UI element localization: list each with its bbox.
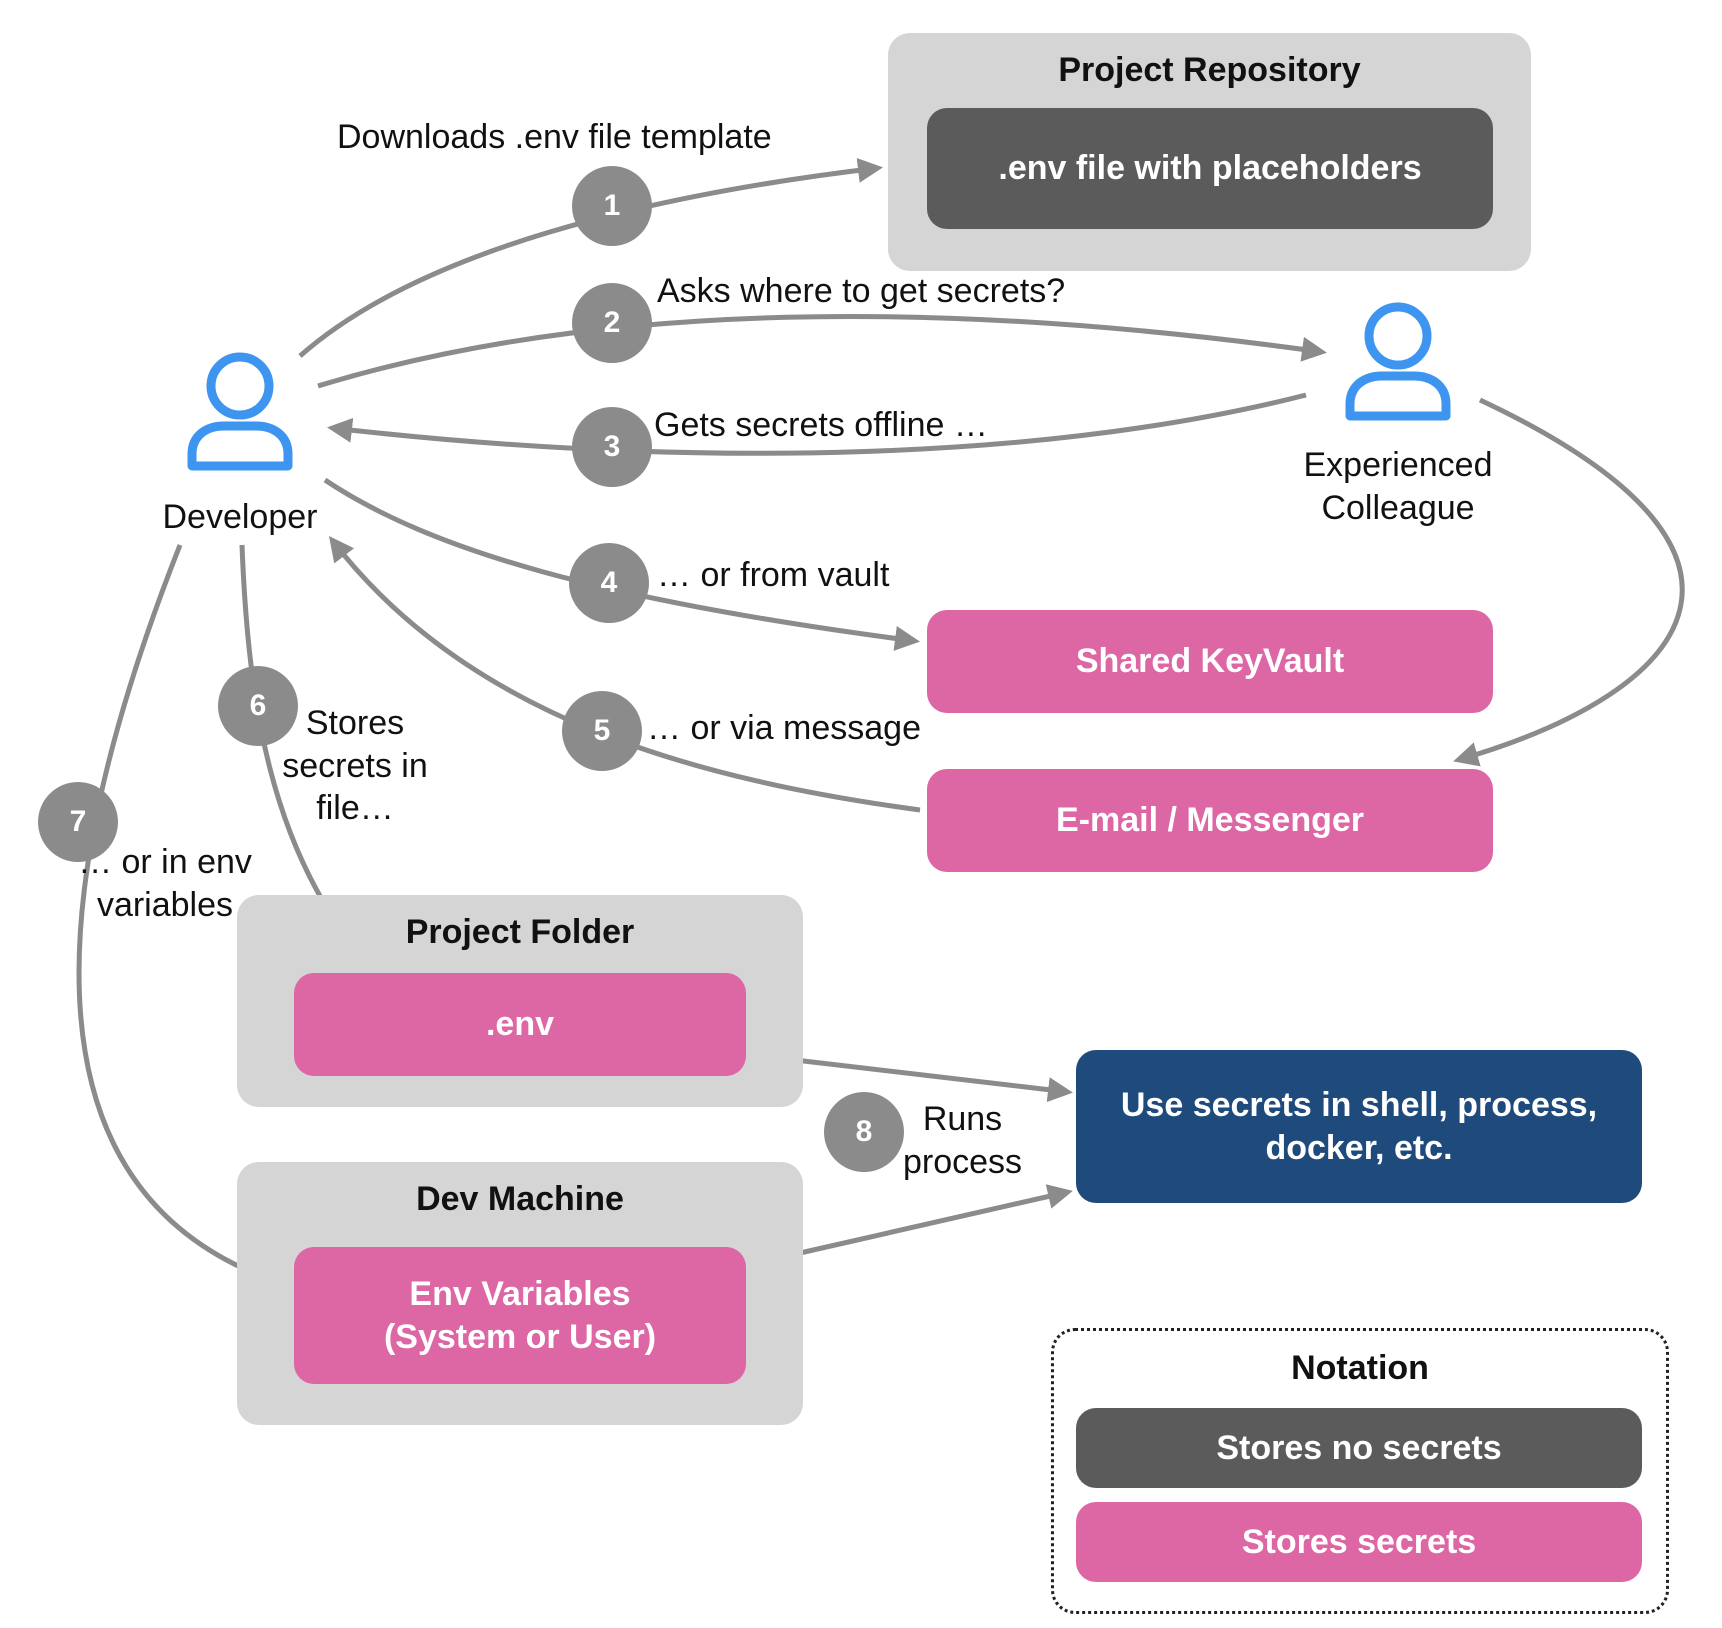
step-7-badge: 7 bbox=[38, 782, 118, 862]
step-2-badge: 2 bbox=[572, 283, 652, 363]
step-2-label: Asks where to get secrets? bbox=[657, 272, 1066, 310]
step-8-label: Runs process bbox=[902, 1100, 1023, 1181]
colleague-label: Experienced Colleague bbox=[1303, 446, 1493, 527]
legend-stores-no-secrets: Stores no secrets bbox=[1076, 1408, 1642, 1488]
project-repository-title: Project Repository bbox=[1058, 51, 1361, 89]
messenger-box: E-mail / Messenger bbox=[927, 769, 1493, 872]
developer-icon bbox=[187, 352, 293, 471]
arrow-env-to-use bbox=[777, 1055, 1073, 1103]
env-file-box: .env bbox=[294, 973, 746, 1076]
step-4-badge: 4 bbox=[569, 543, 649, 623]
shared-keyvault-box: Shared KeyVault bbox=[927, 610, 1493, 713]
developer-label: Developer bbox=[162, 498, 318, 536]
legend-stores-secrets: Stores secrets bbox=[1076, 1502, 1642, 1582]
step-6-badge: 6 bbox=[218, 666, 298, 746]
step-5-badge: 5 bbox=[562, 691, 642, 771]
step-3-badge: 3 bbox=[572, 407, 652, 487]
arrow-step-2 bbox=[317, 313, 1327, 389]
env-template-box: .env file with placeholders bbox=[927, 108, 1493, 229]
project-folder-title: Project Folder bbox=[405, 913, 635, 951]
step-1-badge: 1 bbox=[572, 166, 652, 246]
arrow-envvars-to-use bbox=[777, 1184, 1073, 1261]
env-variables-box: Env Variables (System or User) bbox=[294, 1247, 746, 1384]
step-5-label: … or via message bbox=[647, 709, 921, 747]
step-8-badge: 8 bbox=[824, 1092, 904, 1172]
notation-legend: Notation bbox=[1051, 1328, 1669, 1614]
step-4-label: … or from vault bbox=[657, 556, 890, 594]
step-7-label: … or in env variables bbox=[78, 843, 252, 924]
colleague-icon bbox=[1345, 302, 1451, 421]
notation-title: Notation bbox=[1291, 1349, 1429, 1387]
step-6-label: Stores secrets in file… bbox=[282, 704, 428, 827]
dev-machine-title: Dev Machine bbox=[416, 1180, 624, 1218]
use-secrets-box: Use secrets in shell, process, docker, e… bbox=[1076, 1050, 1642, 1203]
step-3-label: Gets secrets offline … bbox=[654, 406, 988, 444]
step-1-label: Downloads .env file template bbox=[337, 118, 772, 156]
